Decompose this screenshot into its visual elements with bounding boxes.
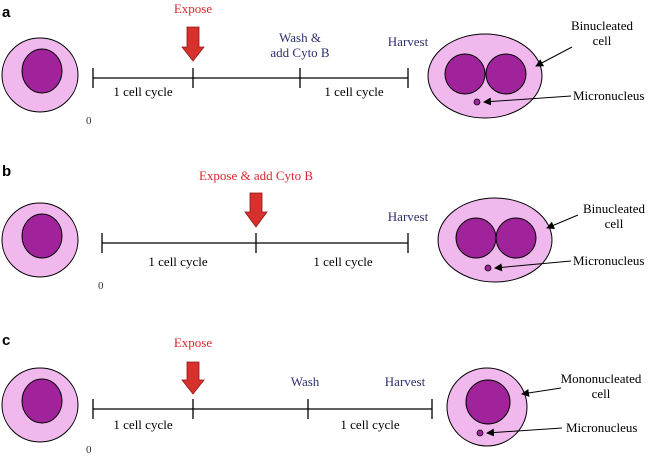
- panel-a-cell-label-line1: Binucleated: [571, 18, 634, 33]
- panel-a: a 0 1 cell cycle 1 cell cycle Expose Was…: [1, 1, 644, 127]
- panel-a-expose-label: Expose: [174, 1, 213, 16]
- panel-c-harvest-label: Harvest: [385, 374, 426, 389]
- panel-c: c 0 1 cell cycle 1 cell cycle Expose Was…: [1, 332, 642, 456]
- panel-c-cycle1-label: 1 cell cycle: [113, 417, 172, 432]
- panel-c-mononucleated-cell: [446, 367, 528, 447]
- panel-b-expose-arrow: [244, 192, 268, 228]
- panel-a-binucleated-cell: [427, 33, 543, 119]
- panel-c-cycle2-label: 1 cell cycle: [340, 417, 399, 432]
- panel-a-harvest-label: Harvest: [388, 34, 429, 49]
- panel-b-micronucleus-label: Micronucleus: [573, 253, 644, 268]
- panel-b-expose-label: Expose & add Cyto B: [199, 168, 313, 183]
- panel-a-nucleus-right: [485, 53, 527, 95]
- panel-c-micronucleus-pointer: [486, 427, 563, 437]
- panel-b-zero-label: 0: [98, 280, 104, 292]
- panel-c-initial-nucleus: [21, 378, 63, 424]
- panel-a-cycle2-label: 1 cell cycle: [324, 84, 383, 99]
- panel-b-binucleated-cell: [437, 197, 553, 283]
- panel-c-wash-label: Wash: [291, 374, 320, 389]
- panel-c-letter: c: [2, 332, 10, 349]
- panel-a-add-cyto-label: add Cyto B: [270, 45, 330, 60]
- panel-c-micronucleus: [476, 429, 484, 437]
- panel-b-nucleus-left: [455, 217, 497, 259]
- panel-a-micronucleus-label: Micronucleus: [573, 88, 644, 103]
- panel-a-micronucleus-pointer: [483, 95, 572, 106]
- panel-b-harvest-label: Harvest: [388, 209, 429, 224]
- panel-b-nucleus-right: [495, 217, 537, 259]
- panel-b-cell-pointer: [546, 214, 579, 229]
- panel-c-zero-label: 0: [86, 444, 92, 456]
- panel-a-wash-label: Wash &: [279, 30, 321, 45]
- panel-b-cell-label-line1: Binucleated: [583, 201, 646, 216]
- panel-b-micronucleus-pointer: [494, 260, 572, 272]
- panel-c-expose-arrow: [181, 361, 205, 395]
- panel-a-cell-pointer: [535, 46, 573, 67]
- panel-c-micronucleus-label: Micronucleus: [566, 420, 637, 435]
- panel-a-letter: a: [2, 4, 11, 21]
- panel-c-cell-label-line1: Mononucleated: [561, 371, 642, 386]
- panel-b-micronucleus: [484, 264, 492, 272]
- panel-a-nucleus-left: [444, 53, 486, 95]
- panel-b-cycle1-label: 1 cell cycle: [148, 254, 207, 269]
- panel-b-cell-label-line2: cell: [605, 216, 624, 231]
- panel-a-cycle1-label: 1 cell cycle: [113, 84, 172, 99]
- panel-c-timeline: [92, 399, 433, 419]
- panel-b-timeline: [101, 233, 409, 253]
- panel-a-initial-nucleus: [21, 48, 63, 94]
- panel-a-initial-cell: [1, 37, 79, 113]
- panel-a-micronucleus: [473, 98, 481, 106]
- panel-b-initial-cell: [1, 202, 79, 278]
- panel-c-initial-cell: [1, 367, 79, 443]
- panel-c-nucleus: [465, 379, 511, 425]
- panel-b-letter: b: [2, 163, 11, 180]
- panel-b-initial-nucleus: [21, 213, 63, 259]
- panel-a-timeline: [92, 68, 409, 88]
- panel-a-zero-label: 0: [86, 115, 92, 127]
- panel-b: b 0 1 cell cycle 1 cell cycle Expose & a…: [1, 163, 646, 292]
- panel-a-cell-label-line2: cell: [593, 33, 612, 48]
- panel-b-cycle2-label: 1 cell cycle: [313, 254, 372, 269]
- panel-c-cell-pointer: [521, 387, 562, 397]
- panel-c-expose-label: Expose: [174, 335, 213, 350]
- panel-a-expose-arrow: [181, 26, 205, 62]
- panel-c-cell-label-line2: cell: [592, 386, 611, 401]
